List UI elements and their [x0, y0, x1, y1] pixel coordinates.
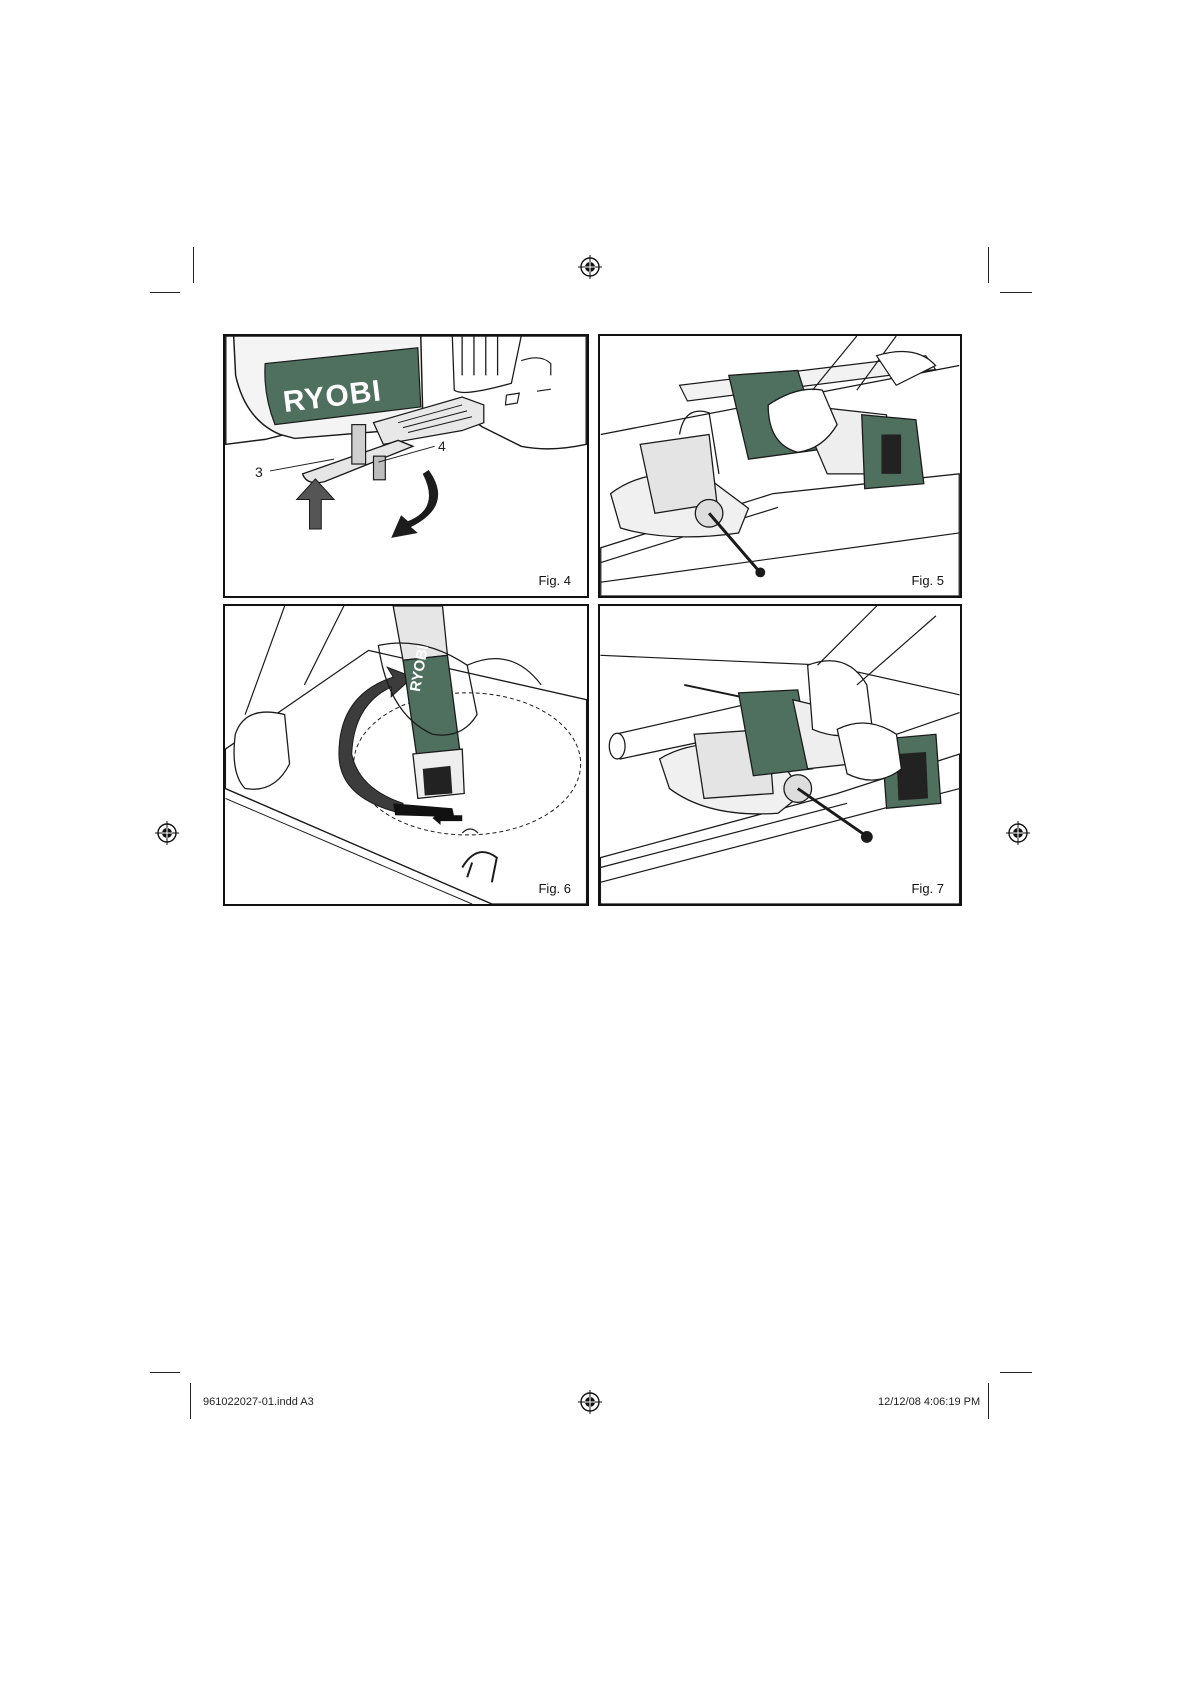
figure-6-panel: RYOBI Fig. 6 — [223, 604, 589, 906]
crop-mark-bottom-left-horizontal — [150, 1372, 180, 1373]
registration-mark-bottom-icon — [578, 1390, 602, 1414]
figure-6-label: Fig. 6 — [536, 881, 573, 896]
registration-mark-left-icon — [155, 821, 179, 845]
crop-mark-top-right-horizontal — [1000, 292, 1032, 293]
crop-mark-top-left-horizontal — [150, 292, 180, 293]
callout-3: 3 — [255, 464, 263, 480]
figure-7-label: Fig. 7 — [909, 881, 946, 896]
figure-5-panel: Fig. 5 — [598, 334, 962, 598]
crop-mark-bottom-right-horizontal — [1000, 1372, 1032, 1373]
figure-7-illustration — [600, 606, 960, 904]
figure-4-label: Fig. 4 — [536, 573, 573, 588]
footer-file-name: 961022027-01.indd A3 — [203, 1396, 314, 1408]
callout-4: 4 — [438, 438, 446, 454]
footer-timestamp: 12/12/08 4:06:19 PM — [878, 1396, 980, 1408]
figure-4-panel: RYOBI 3 4 Fig. 4 — [223, 334, 589, 598]
crop-mark-top-right-vertical — [988, 247, 989, 283]
registration-mark-top-icon — [578, 255, 602, 279]
crop-mark-bottom-left-vertical — [190, 1383, 191, 1419]
figure-7-panel: Fig. 7 — [598, 604, 962, 906]
figure-5-illustration — [600, 336, 960, 596]
registration-mark-right-icon — [1006, 821, 1030, 845]
crop-mark-top-left-vertical — [193, 247, 194, 283]
figure-6-illustration — [225, 606, 587, 904]
figure-5-label: Fig. 5 — [909, 573, 946, 588]
crop-mark-bottom-right-vertical — [988, 1383, 989, 1419]
